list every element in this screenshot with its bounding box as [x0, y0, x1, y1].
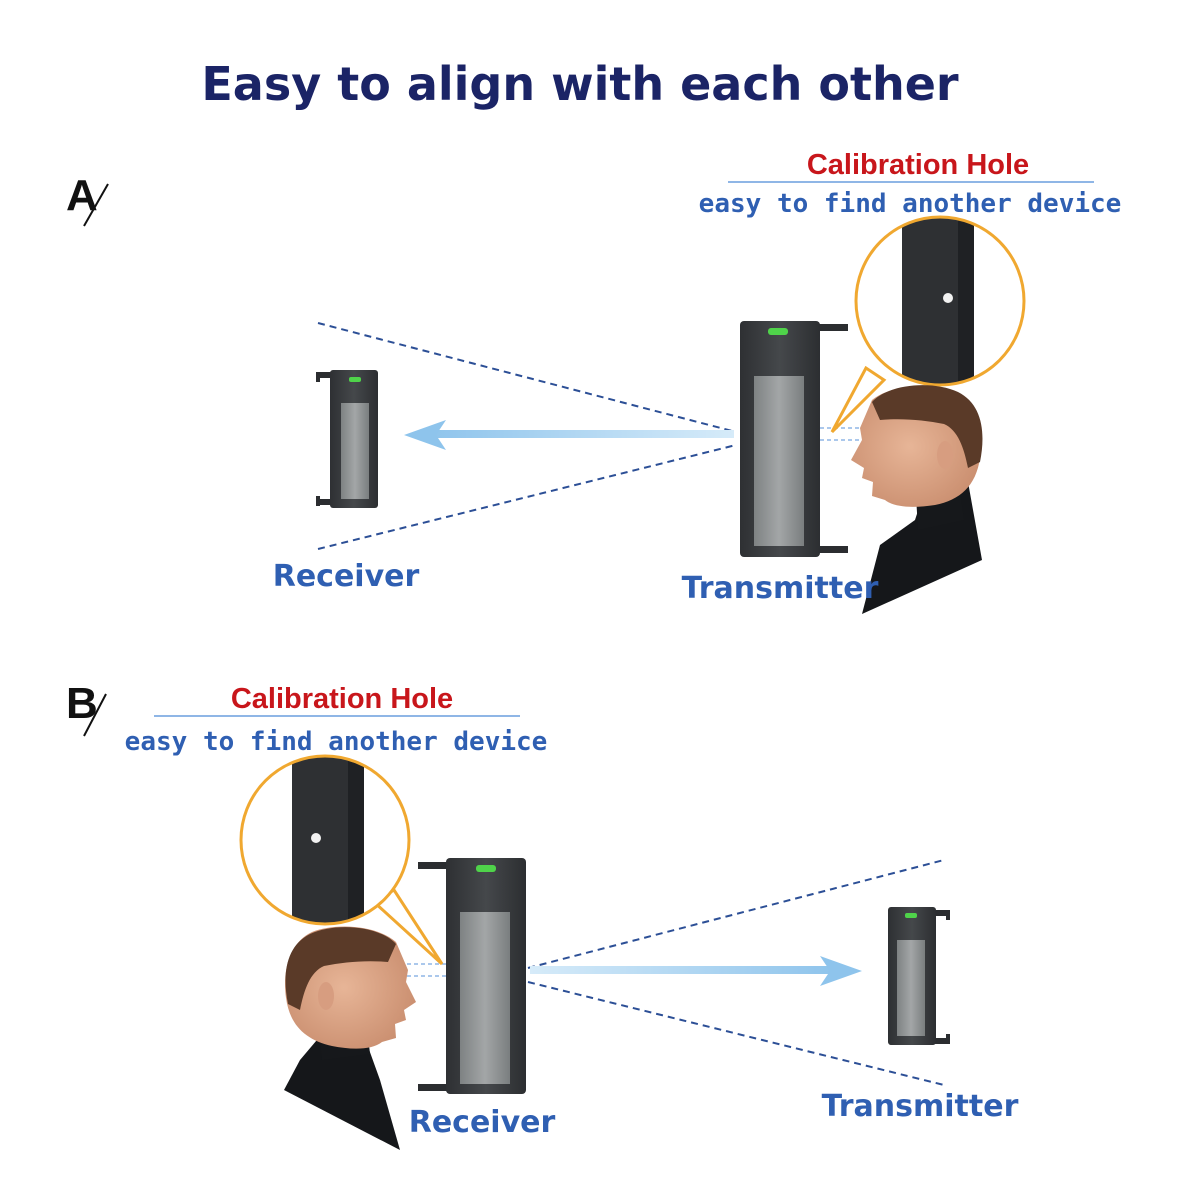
beam-arrow-right [530, 956, 862, 986]
callout-title-b: Calibration Hole [231, 683, 453, 715]
receiver-label-b: Receiver [409, 1105, 556, 1140]
section-b: B Calibration Hole easy to find another … [66, 679, 1019, 1150]
beam-edge-lower [317, 444, 737, 550]
receiver-device-b [400, 858, 526, 1094]
calibration-hole-callout-b [239, 754, 444, 966]
callout-title-a: Calibration Hole [807, 149, 1029, 181]
page-title: Easy to align with each other [201, 57, 959, 111]
letter-slash [83, 693, 107, 737]
person-illustration-b [284, 926, 416, 1150]
section-a: A Calibration Hole easy to find another … [66, 149, 1121, 614]
callout-subtitle-b: easy to find another device [125, 727, 548, 757]
beam-edge-lower [527, 981, 945, 1086]
beam-edge-upper [317, 322, 737, 433]
calibration-hole-icon [311, 833, 321, 843]
transmitter-device-a [740, 321, 860, 557]
led-indicator [476, 865, 496, 872]
transmitter-label-b: Transmitter [822, 1089, 1019, 1124]
beam-arrow-left [404, 420, 734, 450]
receiver-label-a: Receiver [273, 559, 420, 594]
calibration-hole-icon [943, 293, 953, 303]
led-indicator [349, 377, 361, 382]
callout-subtitle-a: easy to find another device [699, 189, 1122, 219]
section-letter-a: A [66, 171, 98, 220]
calibration-hole-callout-a [830, 215, 1026, 434]
transmitter-label-a: Transmitter [682, 571, 879, 606]
letter-slash [83, 183, 109, 227]
led-indicator [905, 913, 917, 918]
person-illustration-a [851, 385, 983, 614]
led-indicator [768, 328, 788, 335]
receiver-device-a [316, 370, 378, 508]
beam-edge-upper [527, 859, 945, 969]
transmitter-device-b [888, 907, 950, 1045]
